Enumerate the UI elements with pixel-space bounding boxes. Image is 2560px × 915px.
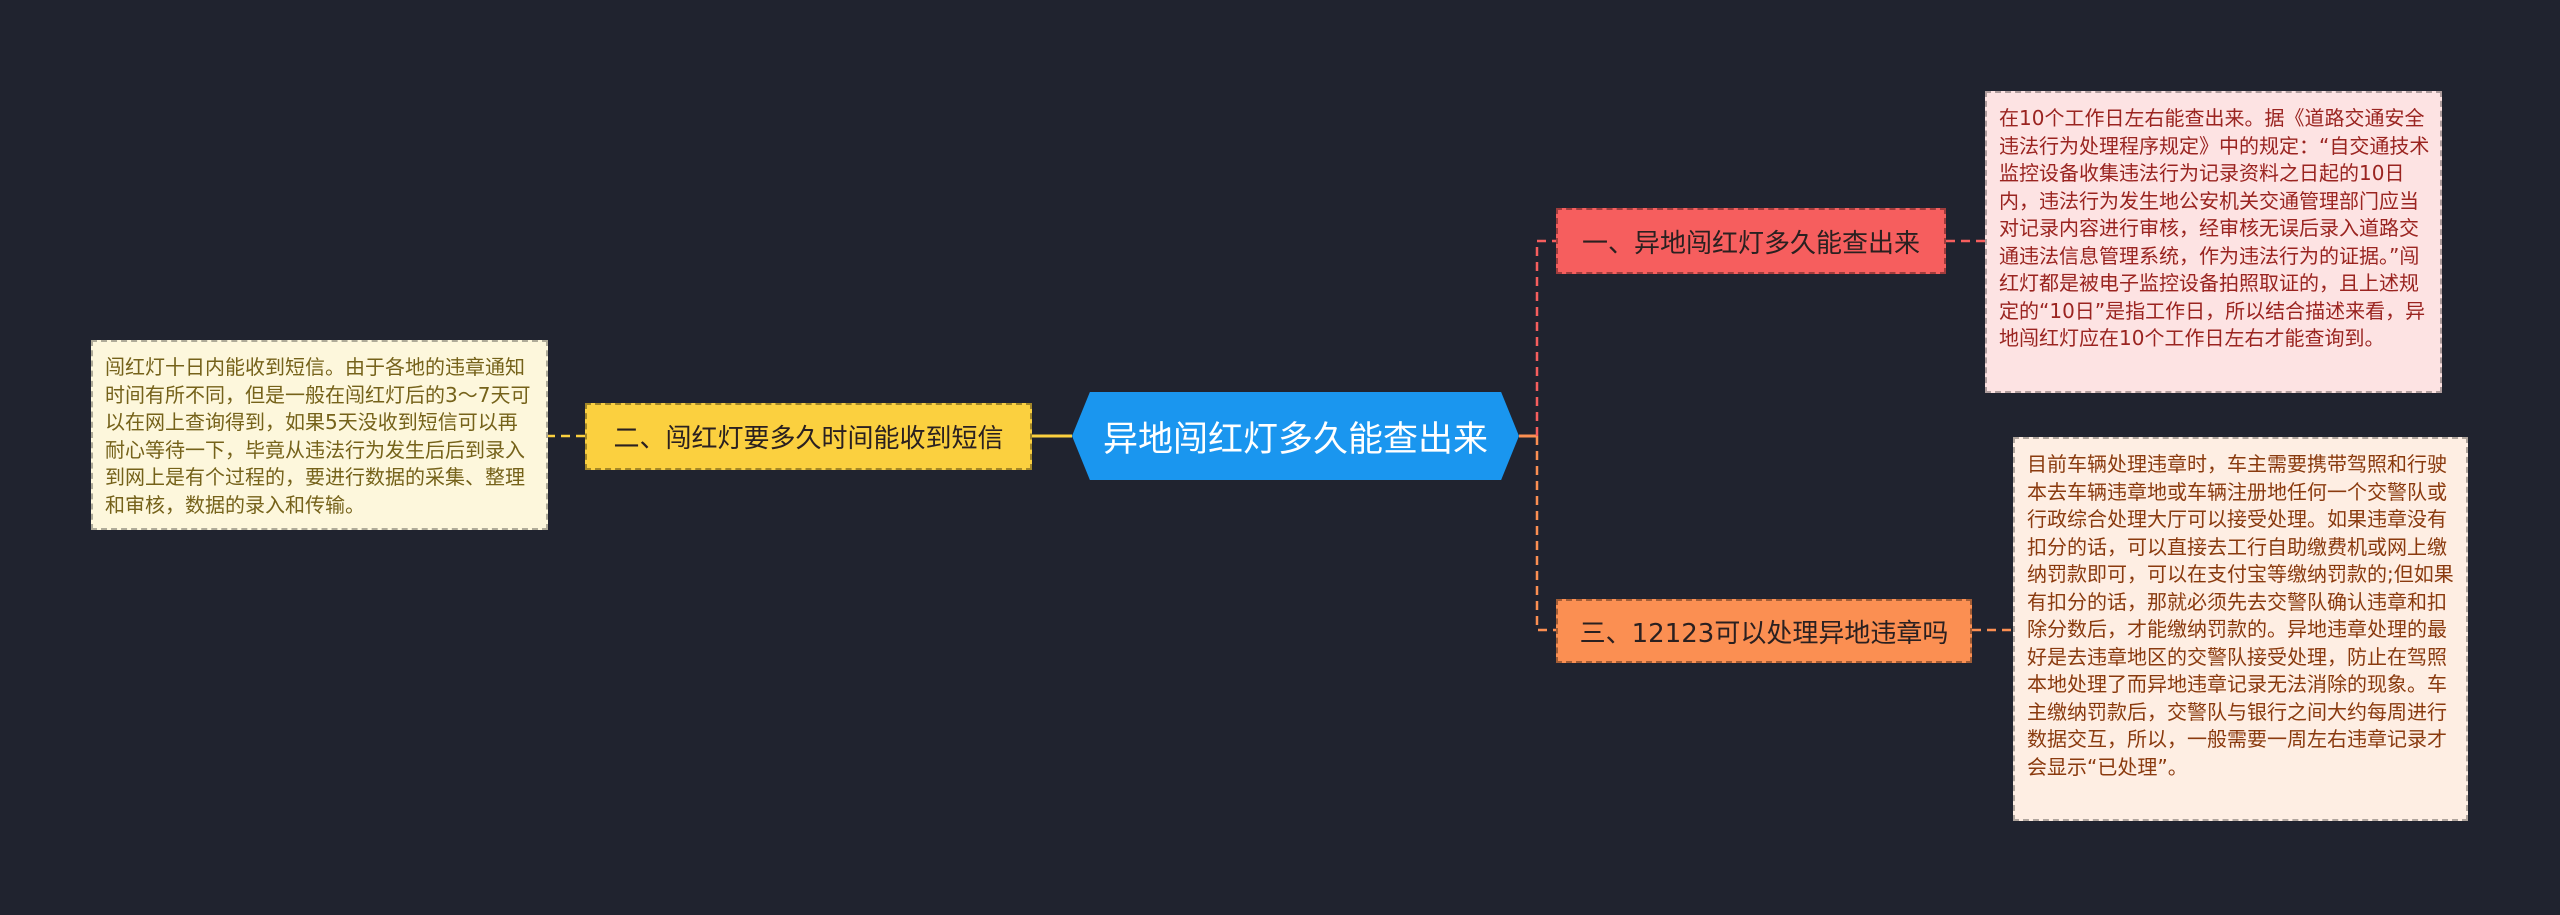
branch-topic-2[interactable]: 二、闯红灯要多久时间能收到短信	[585, 403, 1032, 470]
note-2[interactable]: 闯红灯十日内能收到短信。由于各地的违章通知时间有所不同，但是一般在闯红灯后的3～…	[91, 340, 548, 530]
connector-branch-1	[1535, 239, 1556, 436]
note-3[interactable]: 目前车辆处理违章时，车主需要携带驾照和行驶本去车辆违章地或车辆注册地任何一个交警…	[2013, 437, 2468, 821]
branch-topic-1-label: 一、异地闯红灯多久能查出来	[1581, 228, 1920, 259]
branch-topic-3[interactable]: 三、12123可以处理异地违章吗	[1556, 599, 1972, 663]
branch-topic-2-label: 二、闯红灯要多久时间能收到短信	[613, 424, 1004, 454]
branch-topic-1[interactable]: 一、异地闯红灯多久能查出来	[1556, 208, 1946, 274]
note-1[interactable]: 在10个工作日左右能查出来。据《道路交通安全违法行为处理程序规定》中的规定：“自…	[1985, 91, 2442, 393]
branch-topic-3-label: 三、12123可以处理异地违章吗	[1579, 618, 1949, 649]
connector-branch-3	[1535, 436, 1556, 632]
central-topic[interactable]: 异地闯红灯多久能查出来	[1072, 392, 1519, 480]
central-topic-label: 异地闯红灯多久能查出来	[1102, 419, 1488, 460]
